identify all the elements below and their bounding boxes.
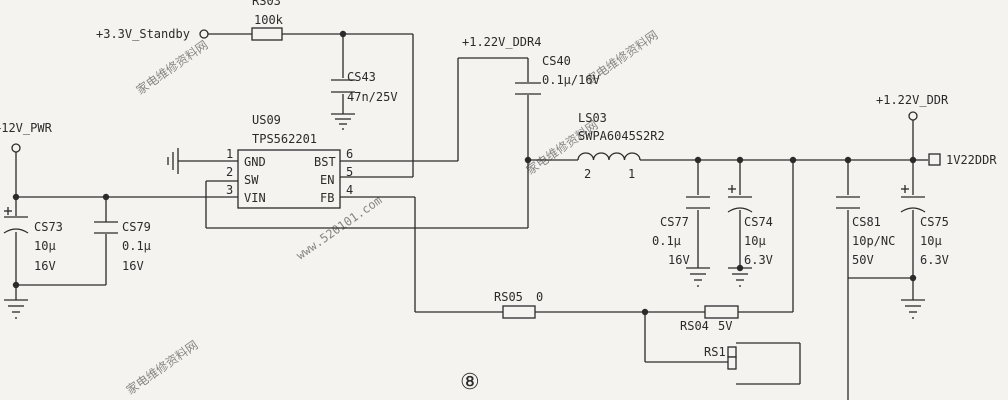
- rs05-ref: RS05: [494, 290, 523, 304]
- ground-symbol-cs43: [331, 113, 355, 130]
- cs73-ref: CS73: [34, 220, 63, 234]
- cs40-value: 0.1μ/16V: [542, 73, 600, 87]
- resistor-rs03: [251, 27, 283, 41]
- ic-pin-num-5: 5: [346, 165, 353, 179]
- figure-number: ⑧: [460, 370, 480, 395]
- net-label-ddr: +1.22V_DDR: [876, 93, 949, 107]
- inductor-ls03: [577, 152, 641, 161]
- jumper-rs1: [727, 346, 737, 370]
- ic-pin-num-1: 1: [226, 147, 233, 161]
- ic-pin-num-4: 4: [346, 183, 353, 197]
- watermark-1: 家电维修资料网: [133, 37, 210, 97]
- resistor-rs05: [502, 305, 536, 319]
- ic-pin-num-2: 2: [226, 165, 233, 179]
- ground-symbol-cs77: [686, 267, 710, 287]
- cs77-ref: CS77: [660, 215, 689, 229]
- ground-symbol-cs74: [728, 267, 752, 287]
- cs75-voltage: 6.3V: [920, 253, 949, 267]
- cs40-ref: CS40: [542, 54, 571, 68]
- capacitor-cs74: [727, 185, 753, 213]
- ic-part: TPS562201: [252, 132, 317, 146]
- net-terminal-12v: [11, 143, 21, 153]
- ls03-value: SWPA6045S2R2: [578, 129, 665, 143]
- ground-symbol-input: [4, 299, 28, 319]
- net-label-standby: +3.3V_Standby: [96, 27, 190, 41]
- junctions: [12, 30, 917, 316]
- cs73-voltage: 16V: [34, 259, 56, 273]
- ic-pin-name-sw: SW: [244, 173, 259, 187]
- cs74-ref: CS74: [744, 215, 773, 229]
- cs79-ref: CS79: [122, 220, 151, 234]
- ls03-pin-2: 2: [584, 167, 591, 181]
- capacitor-cs79: [94, 221, 118, 234]
- cs75-ref: CS75: [920, 215, 949, 229]
- net-terminal-ddr: [908, 111, 918, 121]
- ic-pin-name-vin: VIN: [244, 191, 266, 205]
- cs81-voltage: 50V: [852, 253, 874, 267]
- ic-ref: US09: [252, 113, 281, 127]
- cs77-voltage: 16V: [668, 253, 690, 267]
- cs43-ref: CS43: [347, 70, 376, 84]
- ic-pin-name-gnd: GND: [244, 155, 266, 169]
- cs81-value: 10p/NC: [852, 234, 895, 248]
- ic-tps562201-body: [237, 149, 341, 209]
- rs03-ref: RS03: [252, 0, 281, 8]
- rs03-value: 100k: [254, 13, 284, 27]
- ls03-pin-1: 1: [628, 167, 635, 181]
- ground-symbol-output: [901, 299, 925, 319]
- cs79-value: 0.1μ: [122, 239, 151, 253]
- rs1-ref: RS1: [704, 345, 726, 359]
- ic-pin-num-3: 3: [226, 183, 233, 197]
- cs43-value: 47n/25V: [347, 90, 398, 104]
- net-terminal-standby: [199, 29, 209, 39]
- net-label-ddr4: +1.22V_DDR4: [462, 35, 541, 49]
- rs04-ref: RS04: [680, 319, 709, 333]
- rs05-value: 0: [536, 290, 543, 304]
- cs75-value: 10μ: [920, 234, 942, 248]
- capacitor-cs77: [686, 196, 710, 209]
- net-label-12v: +12V_PWR: [0, 121, 53, 135]
- port-label-1v22ddr: 1V22DDR: [946, 153, 997, 167]
- ic-pin-name-fb: FB: [320, 191, 334, 205]
- capacitor-cs81: [836, 196, 860, 209]
- cs74-value: 10μ: [744, 234, 766, 248]
- rs04-value: 5V: [718, 319, 732, 333]
- ic-pin-name-en: EN: [320, 173, 334, 187]
- ic-pin-name-bst: BST: [314, 155, 336, 169]
- resistor-rs04: [704, 305, 739, 319]
- ls03-ref: LS03: [578, 111, 607, 125]
- ic-pin-num-6: 6: [346, 147, 353, 161]
- port-1v22ddr-box: [928, 153, 941, 166]
- wires: [15, 33, 928, 400]
- capacitor-cs43: [331, 79, 355, 93]
- capacitor-cs75: [900, 185, 926, 213]
- capacitor-cs73: [3, 207, 29, 234]
- ground-symbol-ic: [167, 148, 179, 174]
- cs79-voltage: 16V: [122, 259, 144, 273]
- cs74-voltage: 6.3V: [744, 253, 773, 267]
- cs81-ref: CS81: [852, 215, 881, 229]
- cs77-value: 0.1μ: [652, 234, 681, 248]
- watermark-4: 家电维修资料网: [123, 337, 200, 397]
- cs73-value: 10μ: [34, 239, 56, 253]
- capacitor-cs40: [515, 82, 541, 95]
